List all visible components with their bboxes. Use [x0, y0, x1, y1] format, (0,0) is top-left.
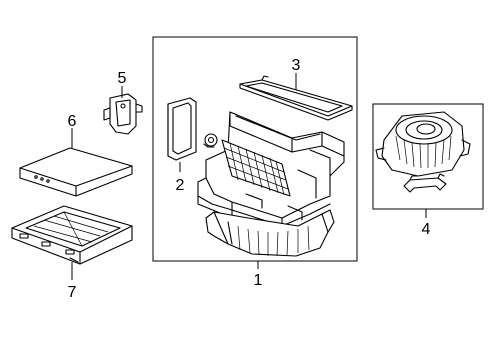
seal-gasket-part-2: [167, 97, 197, 161]
blower-motor-part-4: [375, 111, 471, 177]
callout-part-7: 7: [68, 284, 77, 301]
heater-unit-group-frame: [152, 36, 358, 262]
callout-part-1: 1: [254, 272, 263, 289]
callout-part-2: 2: [176, 177, 185, 194]
callout-part-4: 4: [422, 221, 431, 238]
clip-nut: [203, 133, 218, 148]
callout-part-5: 5: [118, 70, 127, 87]
bracket-part-5: [103, 93, 143, 135]
blower-motor-bracket: [403, 173, 447, 193]
callout-part-3: 3: [292, 57, 301, 74]
cabin-filter-part-6: [19, 147, 133, 197]
blower-motor-group-frame: [372, 103, 484, 210]
callout-part-6: 6: [68, 113, 77, 130]
heater-housing: [197, 111, 345, 235]
blower-case: [205, 209, 335, 257]
gasket-frame-part-3: [239, 75, 353, 121]
filter-holder-part-7: [11, 205, 133, 265]
